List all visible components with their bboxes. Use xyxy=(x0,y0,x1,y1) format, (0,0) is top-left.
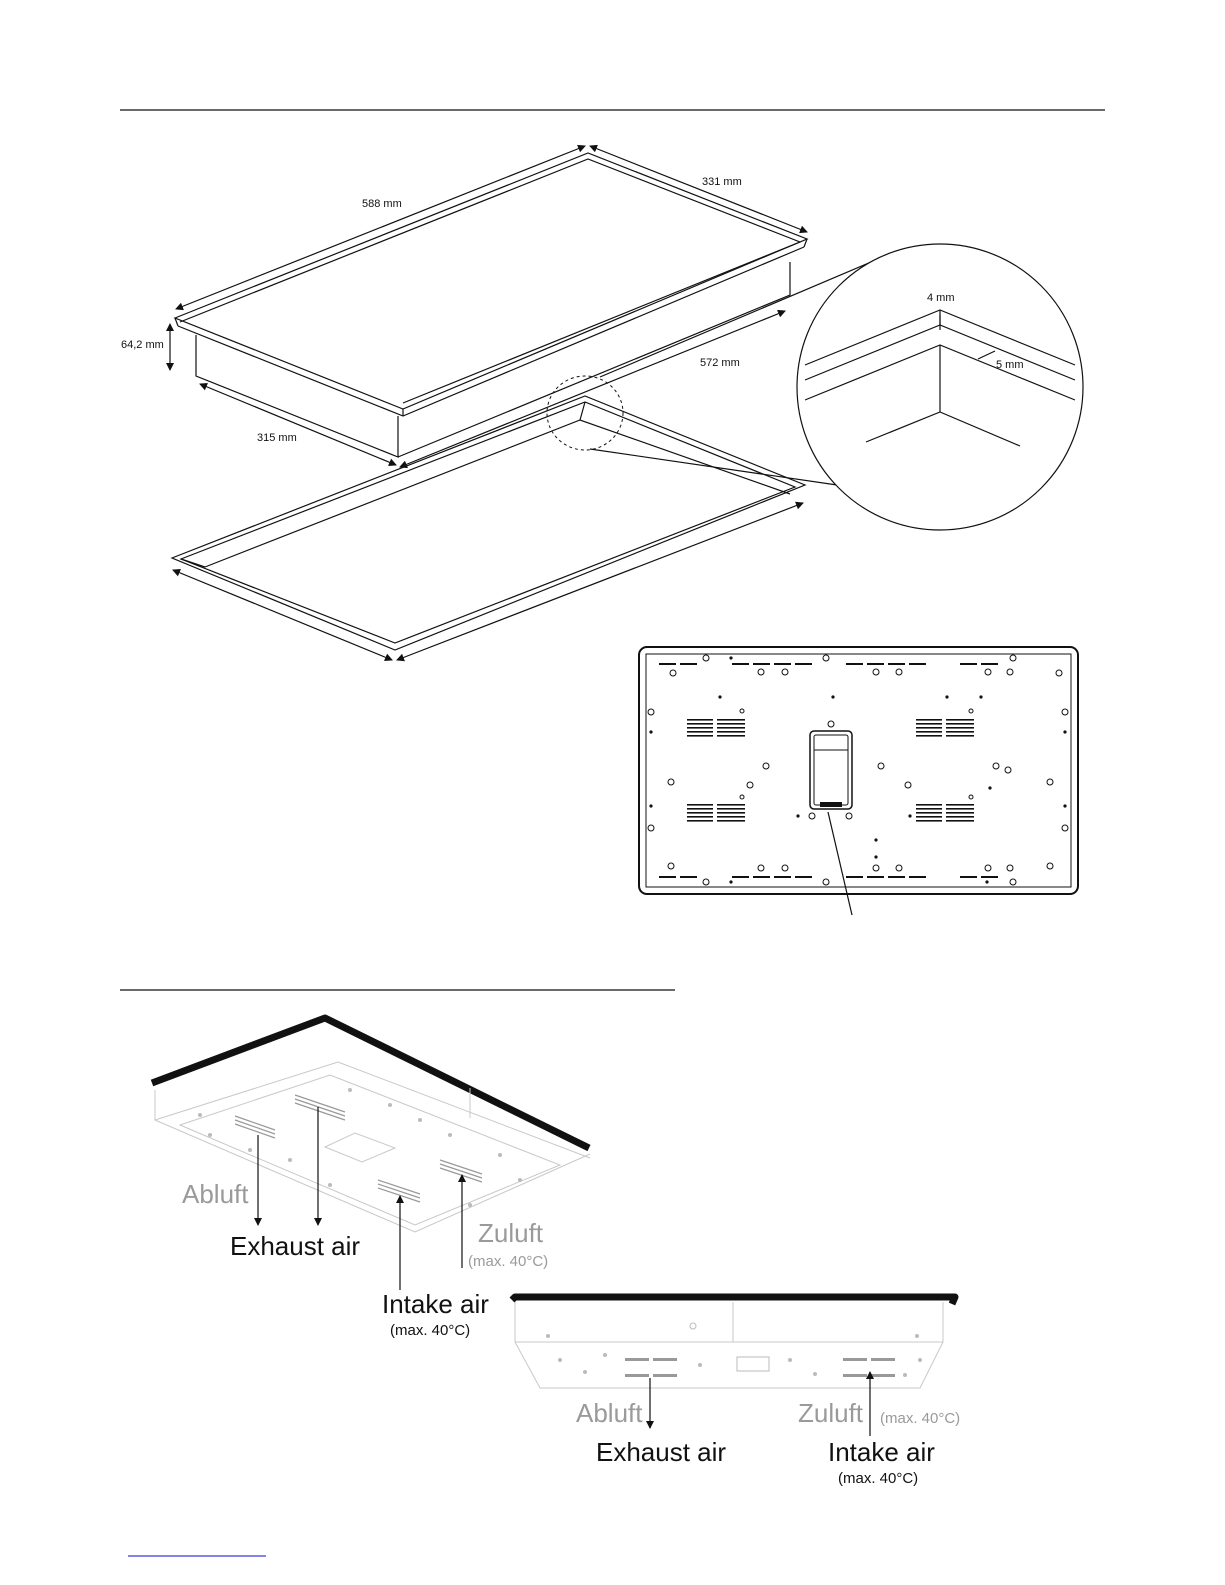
dim-label-572: 572 mm xyxy=(700,357,740,369)
underside-plan-view xyxy=(639,647,1078,894)
hob-isometric xyxy=(175,153,807,457)
terminal-pointer-line xyxy=(828,812,852,915)
dim-label-588: 588 mm xyxy=(362,198,402,210)
dim-arrow-315 xyxy=(200,384,396,465)
detail-label-4mm: 4 mm xyxy=(927,292,955,304)
label-intake-air-2: Intake air xyxy=(828,1437,935,1467)
detail-zoom-circle xyxy=(797,244,1083,530)
label-exhaust-air-2: Exhaust air xyxy=(596,1437,726,1467)
dim-label-331: 331 mm xyxy=(702,176,742,188)
dim-label-64-2: 64,2 mm xyxy=(121,339,164,351)
airflow-view-front xyxy=(512,1297,955,1388)
label-abluft-1: Abluft xyxy=(182,1179,249,1209)
label-abluft-2: Abluft xyxy=(576,1398,643,1428)
dim-arrow-331 xyxy=(590,146,807,232)
dim-arrow-588 xyxy=(176,146,585,309)
label-zuluft-2: Zuluft xyxy=(798,1398,864,1428)
label-intake-note-1: (max. 40°C) xyxy=(390,1322,470,1339)
detail-label-5mm: 5 mm xyxy=(996,359,1024,371)
label-zuluft-1: Zuluft xyxy=(478,1218,544,1248)
label-zuluft-note-1: (max. 40°C) xyxy=(468,1253,548,1270)
label-intake-air-1: Intake air xyxy=(382,1289,489,1319)
label-exhaust-air-1: Exhaust air xyxy=(230,1231,360,1261)
label-intake-note-2: (max. 40°C) xyxy=(838,1470,918,1487)
dim-label-315: 315 mm xyxy=(257,432,297,444)
dim-arrow-frame-width xyxy=(397,503,803,660)
dim-arrow-572 xyxy=(400,311,785,467)
label-zuluft-note-2: (max. 40°C) xyxy=(880,1410,960,1427)
dim-arrow-frame-length xyxy=(173,570,392,660)
